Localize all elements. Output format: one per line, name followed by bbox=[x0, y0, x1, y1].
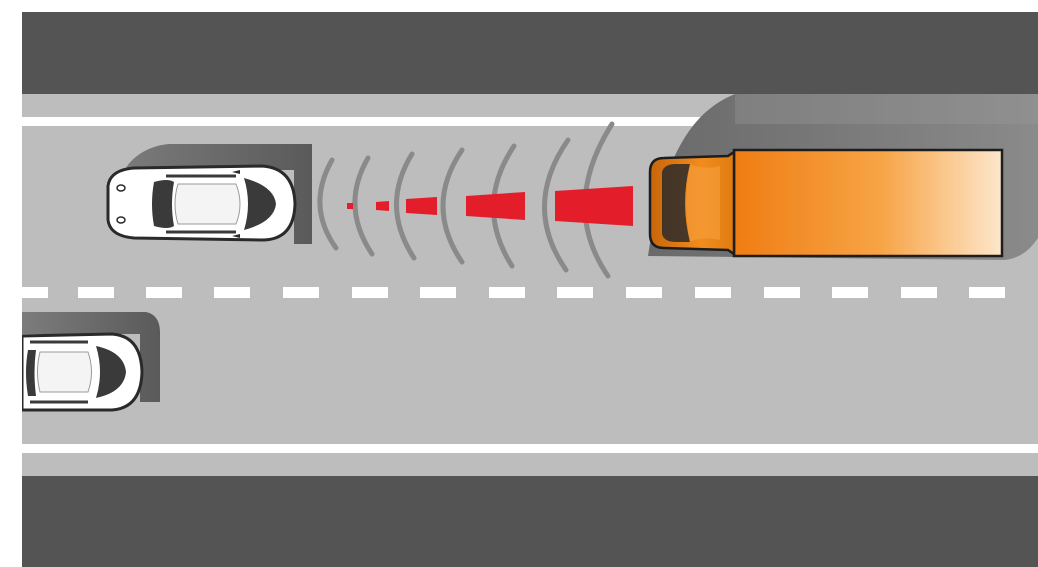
host-car-rear-window bbox=[152, 180, 174, 228]
adjacent-car-rear-window bbox=[26, 350, 36, 396]
top-shoulder bbox=[22, 12, 1038, 94]
truck-cargo-box bbox=[734, 150, 1002, 256]
truck-top-view bbox=[650, 150, 1002, 256]
car-top-view bbox=[108, 166, 295, 240]
host-car-roof bbox=[175, 184, 240, 224]
center-dashed-line bbox=[22, 287, 1005, 298]
bottom-shoulder bbox=[22, 476, 1038, 567]
adjacent-car-top-view bbox=[22, 334, 142, 410]
adjacent-car-roof bbox=[38, 352, 92, 392]
frame-top-edge bbox=[0, 0, 1038, 12]
truck-shadow-fade bbox=[735, 94, 1038, 124]
bottom-edge-line bbox=[22, 444, 1038, 453]
frame-left-edge bbox=[0, 0, 22, 567]
